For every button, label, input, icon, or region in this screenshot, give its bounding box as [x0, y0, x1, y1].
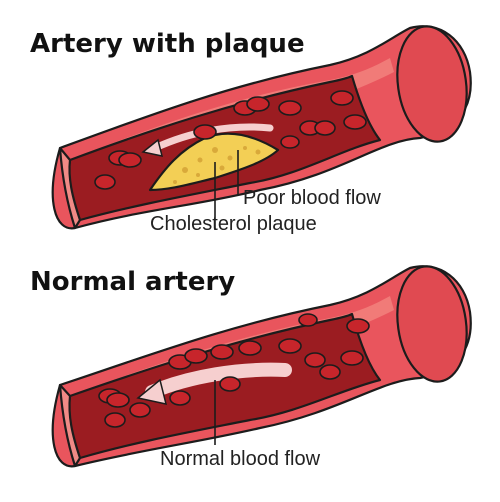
plaque-texture	[173, 146, 261, 184]
normal-artery-vessel	[51, 265, 472, 468]
normal-flow-arrow	[145, 362, 292, 399]
plaque-artery-vessel	[51, 25, 472, 230]
normal-artery-title: Normal artery	[30, 267, 235, 297]
plaque-artery-title: Artery with plaque	[30, 29, 305, 59]
normal-blood-flow-label: Normal blood flow	[160, 448, 321, 470]
poor-blood-flow-label: Poor blood flow	[243, 187, 381, 209]
red-blood-cells	[94, 90, 367, 190]
cholesterol-plaque-label: Cholesterol plaque	[150, 213, 317, 235]
normal-artery-panel: Normal artery	[30, 265, 472, 470]
plaque-artery-panel: Artery with plaque	[30, 25, 472, 235]
red-blood-cells	[98, 313, 370, 428]
